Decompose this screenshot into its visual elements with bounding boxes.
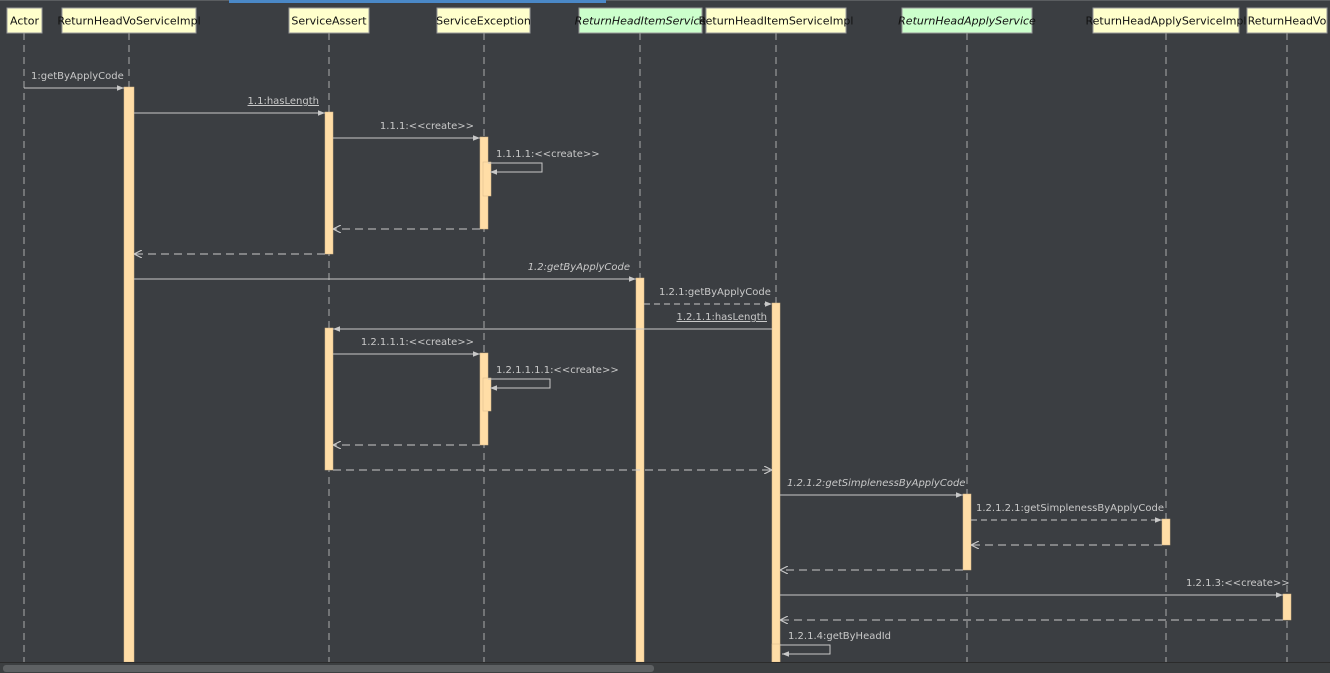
message-label-3: 1.1.1.1:<<create>> bbox=[496, 149, 600, 160]
message-label-19: 1.2.1.4:getByHeadId bbox=[788, 631, 891, 642]
horizontal-scrollbar[interactable] bbox=[0, 662, 1330, 673]
activation-bar-rhvsi bbox=[123, 86, 135, 662]
active-tab-indicator bbox=[229, 0, 606, 3]
message-label-7: 1.2.1:getByApplyCode bbox=[659, 287, 771, 298]
message-label-2: 1.1.1:<<create>> bbox=[380, 121, 474, 132]
participant-box-rhas bbox=[901, 7, 1033, 34]
participant-box-sa bbox=[288, 7, 370, 34]
message-label-8: 1.2.1.1:hasLength bbox=[676, 312, 767, 323]
participant-label-se: ServiceException bbox=[436, 15, 531, 28]
message-label-9: 1.2.1.1.1:<<create>> bbox=[361, 337, 474, 348]
self-message-arrow-3 bbox=[488, 162, 543, 175]
activation-bar-rhisi bbox=[771, 302, 781, 662]
activation-bar-rhas bbox=[962, 493, 972, 571]
activation-bar-se bbox=[482, 161, 492, 197]
self-message-arrow-19 bbox=[780, 644, 831, 657]
message-label-1: 1.1:hasLength bbox=[248, 96, 319, 107]
activation-bar-sa bbox=[324, 111, 334, 255]
message-label-14: 1.2.1.2.1:getSimplenessByApplyCode bbox=[976, 503, 1164, 514]
activation-bar-sa bbox=[324, 327, 334, 471]
message-label-6: 1.2:getByApplyCode bbox=[528, 262, 630, 273]
activation-bar-se bbox=[482, 377, 492, 412]
top-border bbox=[0, 0, 1330, 1]
participant-label-rhas: ReturnHeadApplyService bbox=[898, 15, 1036, 28]
horizontal-scrollbar-thumb[interactable] bbox=[3, 665, 654, 672]
participant-box-rhasi bbox=[1092, 7, 1240, 34]
message-label-0: 1:getByApplyCode bbox=[31, 71, 124, 82]
participant-box-actor bbox=[6, 7, 43, 34]
participant-label-actor: Actor bbox=[10, 15, 39, 28]
activation-bar-rhasi bbox=[1161, 518, 1171, 546]
activation-bar-rhisi bbox=[771, 643, 781, 662]
participant-label-sa: ServiceAssert bbox=[291, 15, 367, 28]
participant-box-rhvo bbox=[1246, 7, 1328, 34]
participant-box-rhisi bbox=[705, 7, 847, 34]
self-message-arrow-10 bbox=[488, 378, 551, 391]
participant-label-rhasi: ReturnHeadApplyServiceImpl bbox=[1086, 15, 1247, 28]
participant-label-rhisi: ReturnHeadItemServiceImpl bbox=[699, 15, 854, 28]
participant-label-rhvo: ReturnHeadVo bbox=[1248, 15, 1327, 28]
message-label-13: 1.2.1.2:getSimplenessByApplyCode bbox=[787, 478, 965, 489]
participant-box-rhvsi bbox=[61, 7, 197, 34]
participant-box-rhis bbox=[578, 7, 703, 34]
participant-label-rhvsi: ReturnHeadVoServiceImpl bbox=[57, 15, 200, 28]
message-label-10: 1.2.1.1.1.1:<<create>> bbox=[496, 365, 619, 376]
participant-box-se bbox=[436, 7, 531, 34]
participant-label-rhis: ReturnHeadItemService bbox=[575, 15, 707, 28]
activation-bar-rhvo bbox=[1282, 593, 1292, 621]
message-label-17: 1.2.1.3:<<create>> bbox=[1186, 578, 1290, 589]
